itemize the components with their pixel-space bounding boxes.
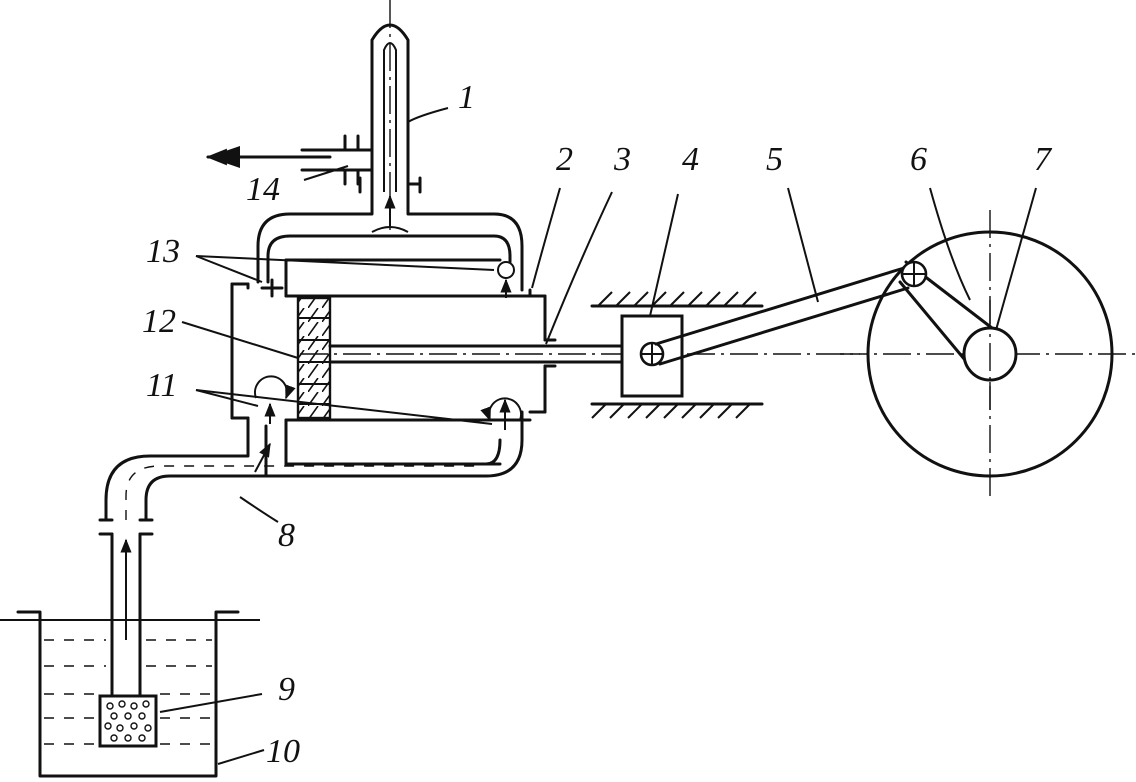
label-12: 12: [142, 303, 176, 340]
discharge-manifold: [256, 190, 524, 292]
suction-pipe: [98, 410, 524, 698]
label-9: 9: [278, 671, 295, 708]
label-6: 6: [910, 141, 927, 178]
label-10: 10: [266, 733, 300, 770]
label-4: 4: [682, 141, 699, 178]
discharge-outlet: [205, 134, 422, 194]
label-7: 7: [1034, 141, 1053, 178]
label-1: 1: [458, 79, 475, 116]
outflow-arrow: [208, 146, 240, 168]
label-5: 5: [766, 141, 783, 178]
connecting-rod: [654, 266, 910, 366]
leader-lines: [159, 107, 1037, 765]
crosshead: [590, 291, 764, 419]
crank-flywheel: [840, 210, 1136, 500]
label-8: 8: [278, 517, 295, 554]
label-2: 2: [556, 141, 573, 178]
label-11: 11: [146, 367, 177, 404]
piston-rod: [300, 344, 860, 364]
label-13: 13: [146, 233, 180, 270]
discharge-valve: [260, 261, 515, 298]
label-14: 14: [246, 171, 280, 208]
air-chamber: [370, 0, 410, 230]
piston: [296, 296, 332, 420]
label-3: 3: [613, 141, 631, 178]
suction-filter: [98, 694, 158, 748]
water-tank: [0, 610, 260, 778]
